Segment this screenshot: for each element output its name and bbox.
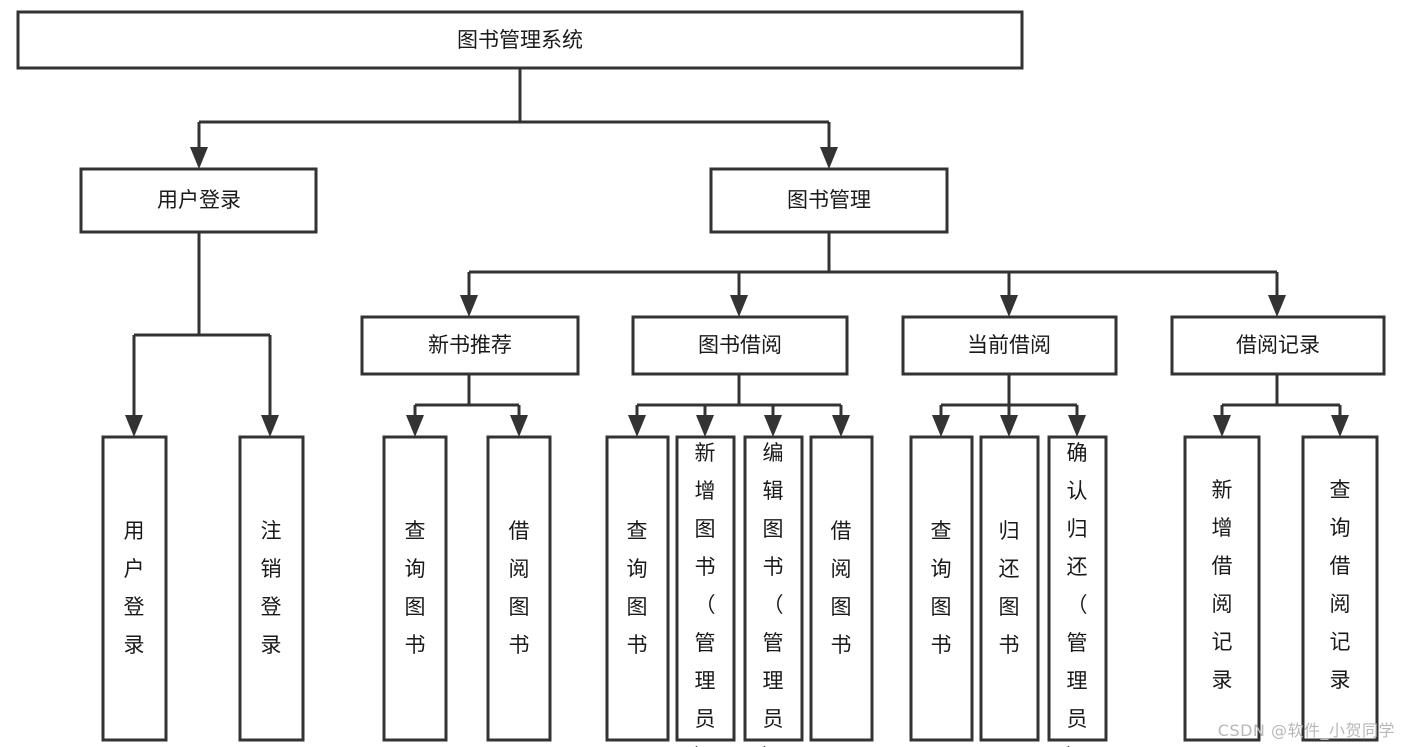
node-leaf-borrow-book-1[interactable]: 借阅图书 xyxy=(486,435,552,742)
arrow-new-book-rec xyxy=(460,295,478,317)
arrow-leaf-edit-book xyxy=(764,415,782,437)
node-leaf-borrow-book-2[interactable]: 借阅图书 xyxy=(809,435,874,742)
node-leaf-logout-label: 注销登录 xyxy=(261,519,282,657)
arrow-current-borrow xyxy=(1000,295,1018,317)
node-new-book-rec[interactable]: 新书推荐 xyxy=(360,315,580,376)
node-root[interactable]: 图书管理系统 xyxy=(16,10,1024,70)
arrow-leaf-borrow-book-1 xyxy=(510,415,528,437)
node-leaf-query-book-3-label: 查询图书 xyxy=(931,519,952,657)
node-leaf-query-book-1-label: 查询图书 xyxy=(405,519,426,657)
node-leaf-return-book[interactable]: 归还图书 xyxy=(979,435,1040,742)
arrow-leaf-add-book xyxy=(696,415,714,437)
node-leaf-query-book-1[interactable]: 查询图书 xyxy=(382,435,448,742)
node-user-login-label: 用户登录 xyxy=(157,188,241,212)
arrow-leaf-user-login xyxy=(125,415,143,437)
arrow-leaf-confirm-return xyxy=(1068,415,1086,437)
node-leaf-query-record[interactable]: 查询借阅记录 xyxy=(1301,435,1379,742)
node-leaf-user-login-label: 用户登录 xyxy=(124,519,145,657)
node-current-borrow-label: 当前借阅 xyxy=(967,333,1051,357)
node-leaf-query-book-2-label: 查询图书 xyxy=(627,519,648,657)
node-leaf-add-book-label: 新增图书（管理员） xyxy=(695,441,716,747)
node-leaf-query-book-2[interactable]: 查询图书 xyxy=(605,435,670,742)
node-borrow-record-label: 借阅记录 xyxy=(1236,333,1320,357)
node-leaf-query-book-3[interactable]: 查询图书 xyxy=(909,435,974,742)
arrow-book-borrow xyxy=(730,295,748,317)
node-leaf-edit-book[interactable]: 编辑图书（管理员） xyxy=(743,435,804,747)
node-book-manage-label: 图书管理 xyxy=(787,188,871,212)
node-leaf-user-login[interactable]: 用户登录 xyxy=(101,435,168,742)
arrow-leaf-borrow-book-2 xyxy=(832,415,850,437)
arrow-leaf-query-book-1 xyxy=(406,415,424,437)
node-leaf-confirm-return[interactable]: 确认归还（管理员） xyxy=(1047,435,1108,747)
arrow-leaf-query-record xyxy=(1331,415,1349,437)
node-leaf-add-book[interactable]: 新增图书（管理员） xyxy=(675,435,736,747)
node-leaf-return-book-label: 归还图书 xyxy=(999,519,1020,657)
arrow-root-to-bookmanage xyxy=(820,147,838,169)
arrow-leaf-add-record xyxy=(1213,415,1231,437)
node-leaf-query-record-label: 查询借阅记录 xyxy=(1330,478,1351,692)
node-leaf-confirm-return-label: 确认归还（管理员） xyxy=(1067,441,1088,747)
node-leaf-borrow-book-1-label: 借阅图书 xyxy=(509,519,530,657)
node-book-manage[interactable]: 图书管理 xyxy=(709,167,949,234)
arrow-borrow-record xyxy=(1268,295,1286,317)
node-new-book-rec-label: 新书推荐 xyxy=(428,333,512,357)
node-leaf-logout[interactable]: 注销登录 xyxy=(238,435,305,742)
arrow-root-to-userlogin xyxy=(190,147,208,169)
node-leaf-add-record-label: 新增借阅记录 xyxy=(1212,478,1233,692)
arrow-leaf-query-book-2 xyxy=(628,415,646,437)
csdn-watermark: CSDN @软件_小贺同学 xyxy=(1217,721,1395,740)
node-book-borrow-label: 图书借阅 xyxy=(698,333,782,357)
node-user-login[interactable]: 用户登录 xyxy=(79,167,318,234)
node-current-borrow[interactable]: 当前借阅 xyxy=(901,315,1118,376)
node-leaf-borrow-book-2-label: 借阅图书 xyxy=(831,519,852,657)
node-book-borrow[interactable]: 图书借阅 xyxy=(631,315,849,376)
node-leaf-edit-book-label: 编辑图书（管理员） xyxy=(763,441,784,747)
arrow-leaf-return-book xyxy=(1000,415,1018,437)
node-leaf-add-record[interactable]: 新增借阅记录 xyxy=(1183,435,1261,742)
node-borrow-record[interactable]: 借阅记录 xyxy=(1170,315,1386,376)
node-root-label: 图书管理系统 xyxy=(457,28,583,52)
arrow-leaf-query-book-3 xyxy=(932,415,950,437)
arrow-leaf-logout xyxy=(261,415,279,437)
